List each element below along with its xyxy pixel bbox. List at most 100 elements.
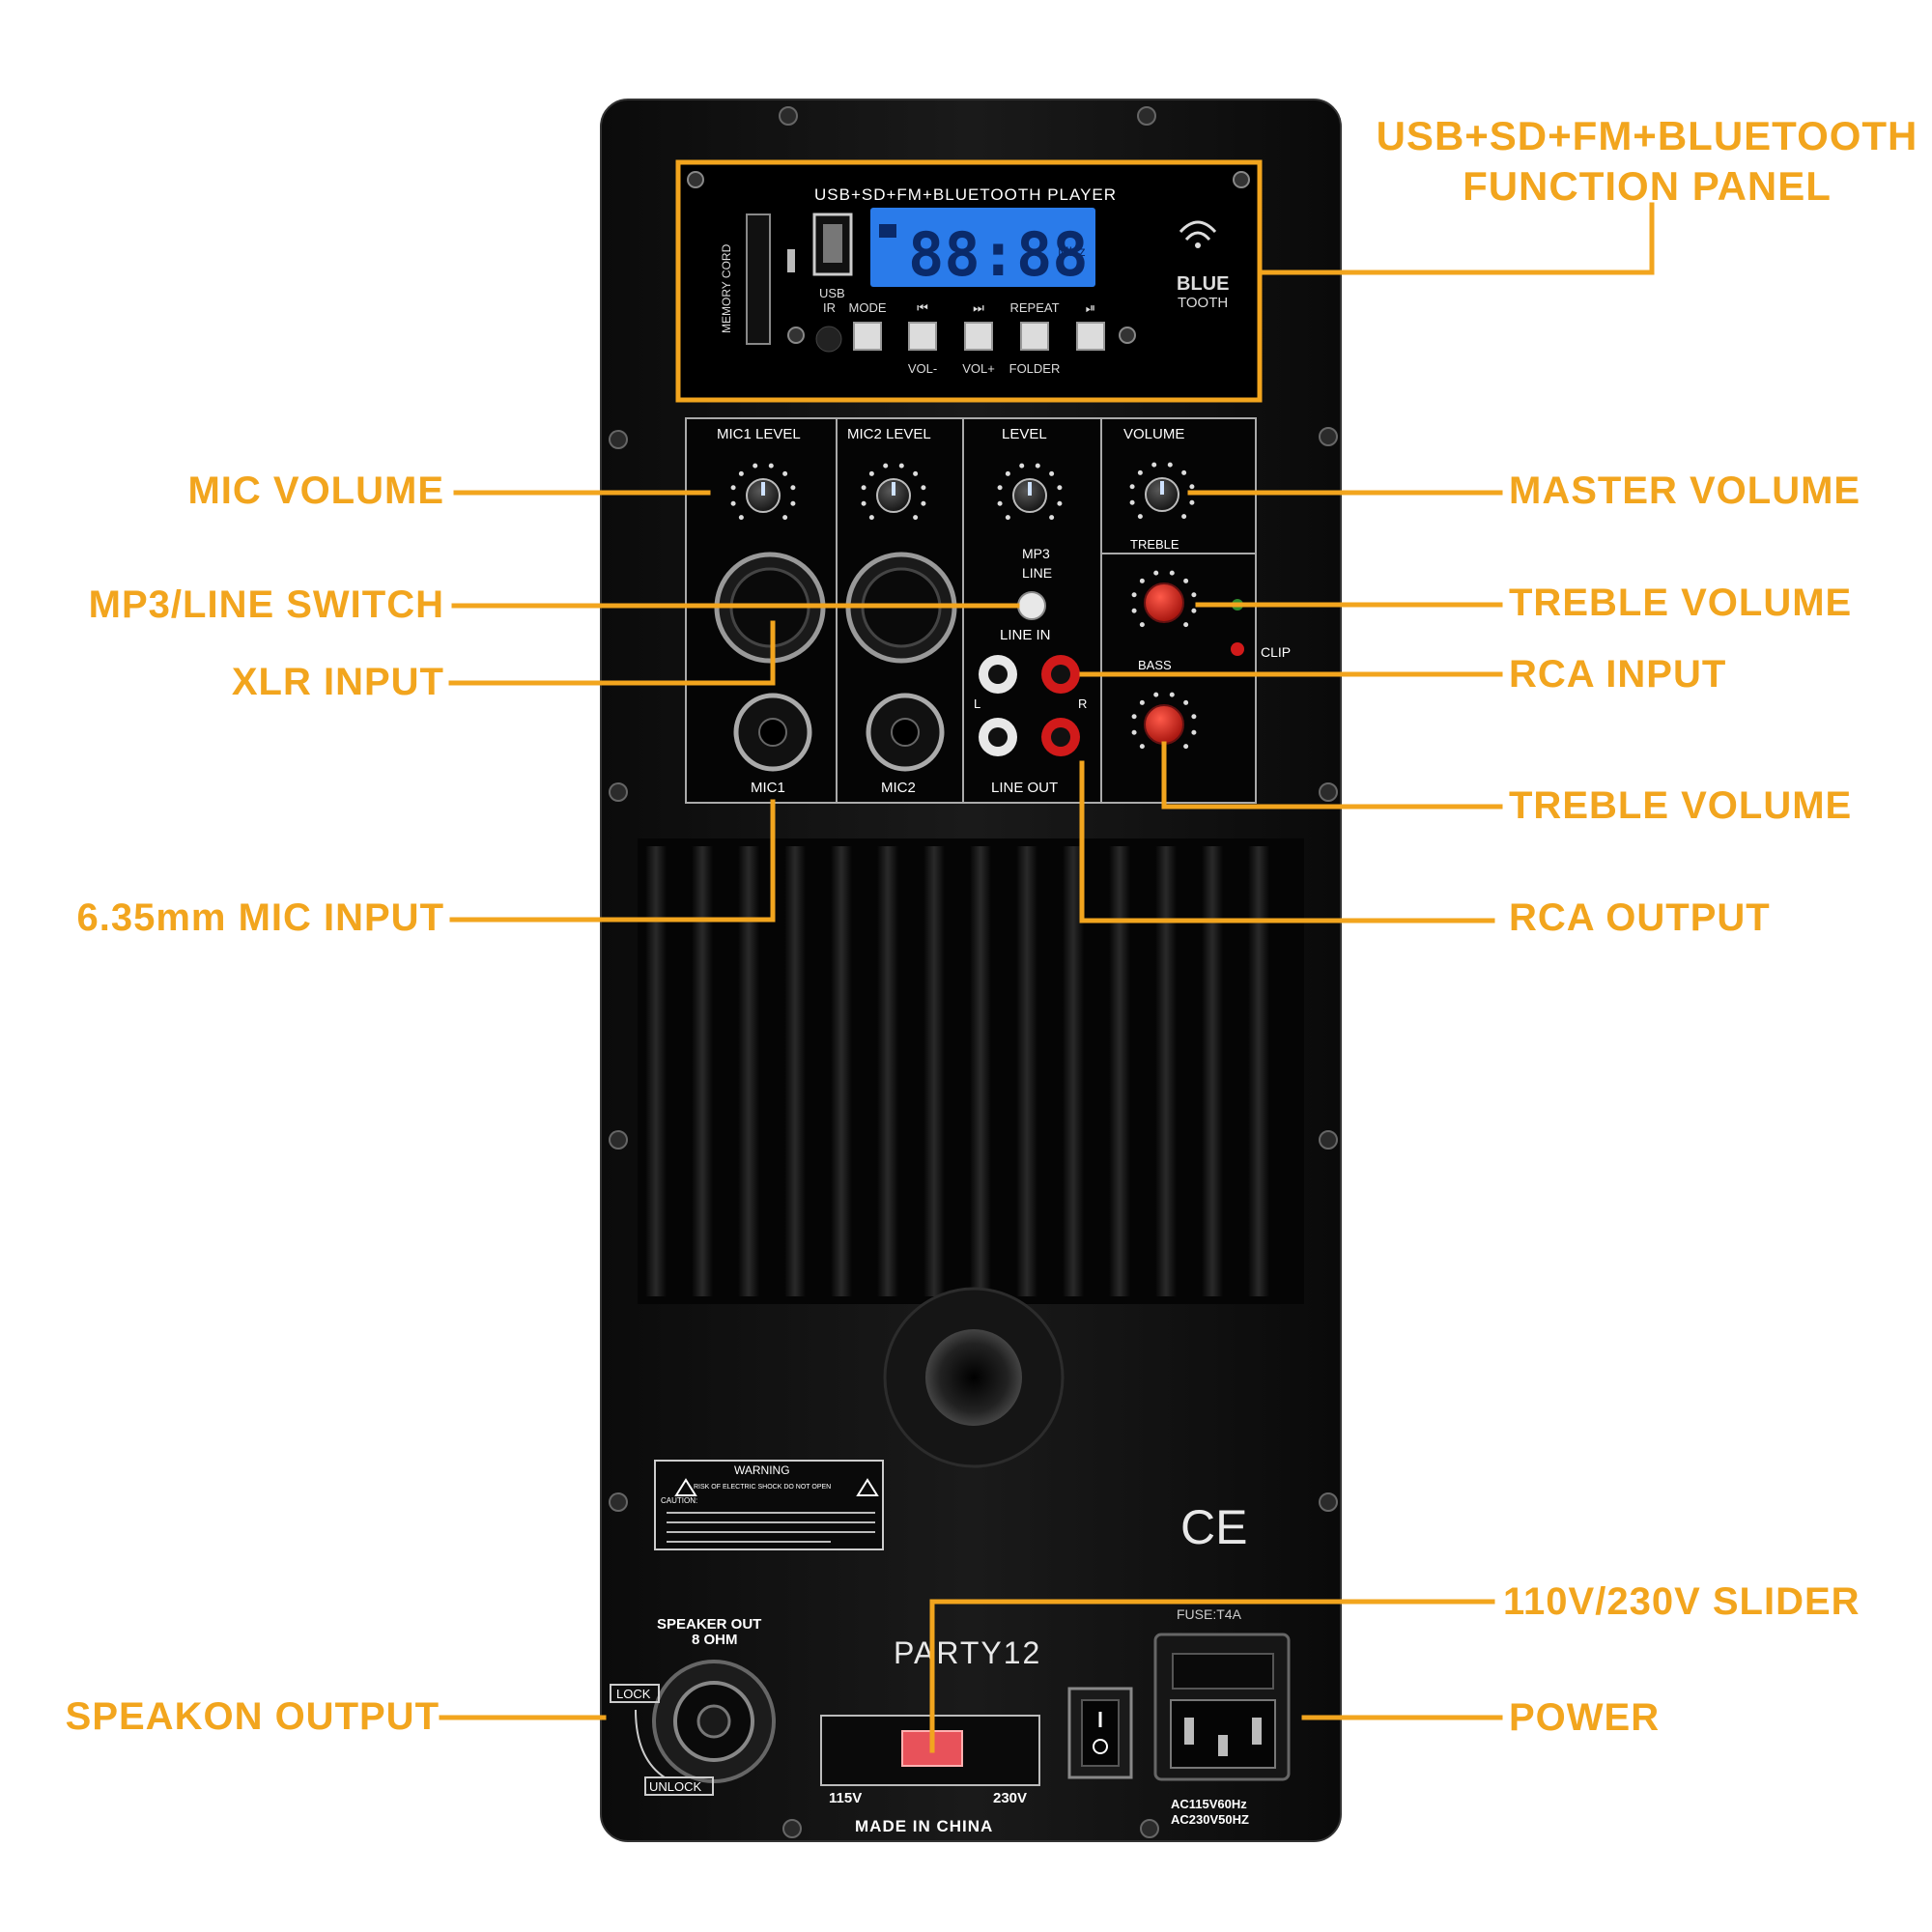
volume-label: VOLUME — [1123, 426, 1184, 442]
mixer-panel: MIC1 LEVEL MIC2 LEVEL LEVEL VOLUME TREBL… — [685, 417, 1291, 804]
scale-dot — [738, 515, 744, 521]
scale-dot — [898, 463, 904, 469]
mp3-line-switch[interactable] — [1017, 591, 1046, 620]
callout-leader-lines — [439, 202, 1655, 1753]
rca-input-right[interactable] — [1041, 655, 1080, 694]
ac-label-1: AC115V60Hz — [1171, 1797, 1247, 1811]
scale-dot — [1191, 592, 1197, 598]
scale-dot — [1181, 469, 1187, 475]
clip-led — [1231, 642, 1244, 656]
scale-dot — [1189, 499, 1195, 505]
line-in-label: LINE IN — [1000, 627, 1051, 643]
warning-label: WARNING RISK OF ELECTRIC SHOCK DO NOT OP… — [654, 1460, 884, 1550]
ir-receiver — [815, 326, 842, 353]
warning-line: RISK OF ELECTRIC SHOCK DO NOT OPEN — [694, 1484, 831, 1491]
scale-dot — [1191, 714, 1197, 720]
scale-dot — [1153, 692, 1159, 697]
player-screws — [687, 171, 1250, 344]
scale-dot — [790, 485, 796, 491]
scale-dot — [1139, 578, 1145, 583]
scale-dot — [1169, 692, 1175, 697]
caution-label: CAUTION: — [661, 1496, 697, 1505]
player-module: USB+SD+FM+BLUETOOTH PLAYER MEMORY CORD U… — [675, 159, 1263, 403]
heatsink-fin — [1202, 846, 1223, 1296]
scale-dot — [1137, 469, 1143, 475]
speakon-output-callout: SPEAKON OUTPUT — [65, 1695, 440, 1738]
speaker-out-label-2: 8 OHM — [692, 1632, 738, 1648]
scale-dot — [997, 485, 1003, 491]
unlock-label: UNLOCK — [649, 1779, 702, 1794]
scale-dot — [790, 500, 796, 506]
scale-dot — [1183, 578, 1189, 583]
scale-dot — [782, 470, 788, 476]
rca-output-callout: RCA OUTPUT — [1509, 896, 1771, 939]
heatsink-fin — [738, 846, 759, 1296]
warning-triangle-icon — [674, 1478, 697, 1496]
player-button[interactable] — [908, 322, 937, 351]
scale-dot — [921, 485, 926, 491]
scale-dot — [1181, 514, 1187, 520]
line-out-label: LINE OUT — [991, 780, 1058, 796]
heatsink-fin — [1063, 846, 1084, 1296]
player-button-label: ⏮ — [917, 300, 928, 315]
treble-knob[interactable] — [1144, 582, 1184, 623]
bass-knob[interactable] — [1144, 704, 1184, 745]
model-label: PARTY12 — [894, 1635, 1041, 1670]
player-button[interactable] — [853, 322, 882, 351]
speaker-out-label-1: SPEAKER OUT — [657, 1616, 761, 1633]
scale-dot — [730, 500, 736, 506]
heatsink-fin — [1016, 846, 1037, 1296]
plate-screws — [609, 106, 1338, 1838]
scale-dot — [1049, 515, 1055, 521]
scale-dot — [921, 500, 926, 506]
player-button[interactable] — [1020, 322, 1049, 351]
wifi-icon — [1179, 220, 1217, 242]
heatsink-fin — [645, 846, 667, 1296]
treble-label: TREBLE — [1130, 537, 1179, 552]
player-button[interactable] — [964, 322, 993, 351]
scale-dot — [997, 500, 1003, 506]
mp3-line-switch-callout: MP3/LINE SWITCH — [88, 583, 444, 626]
rca-output-right[interactable] — [1041, 718, 1080, 756]
fuse-label: FUSE:T4A — [1177, 1606, 1242, 1622]
scale-dot — [1129, 499, 1135, 505]
heatsink-fin — [970, 846, 991, 1296]
ce-mark: CE — [1180, 1500, 1247, 1554]
rca-input-left[interactable] — [979, 655, 1017, 694]
bluetooth-label-1: BLUE — [1177, 273, 1229, 295]
scale-dot — [782, 515, 788, 521]
scale-dot — [861, 485, 867, 491]
player-title: USB+SD+FM+BLUETOOTH PLAYER — [814, 185, 1117, 204]
scale-dot — [1139, 699, 1145, 705]
lock-label: LOCK — [616, 1687, 651, 1701]
memory-card-label: MEMORY CORD — [720, 243, 733, 333]
mp3-label: MP3 — [1022, 546, 1050, 561]
player-button-sublabel: FOLDER — [1009, 361, 1061, 376]
scale-dot — [1019, 463, 1025, 469]
230v-label: 230V — [993, 1790, 1027, 1806]
sd-card-slot — [746, 213, 771, 345]
ir-label: IR — [823, 300, 836, 315]
player-button-label: ⏭ — [973, 300, 984, 315]
heatsink-fin — [1155, 846, 1177, 1296]
scale-dot — [1131, 608, 1137, 613]
scale-dot — [768, 463, 774, 469]
power-callout: POWER — [1509, 1696, 1661, 1739]
treble-volume-callout-1: TREBLE VOLUME — [1509, 582, 1853, 624]
scale-dot — [1005, 470, 1010, 476]
scale-dot — [1183, 622, 1189, 628]
warning-title: WARNING — [734, 1463, 790, 1477]
rca-left-label: L — [974, 696, 980, 711]
made-in-label: MADE IN CHINA — [855, 1817, 993, 1835]
scale-dot — [1139, 744, 1145, 750]
scale-dot — [1183, 744, 1189, 750]
heatsink-fin — [1109, 846, 1130, 1296]
mic-635-input-callout: 6.35mm MIC INPUT — [76, 896, 444, 939]
115v-label: 115V — [829, 1790, 862, 1806]
scale-dot — [1183, 699, 1189, 705]
rca-output-left[interactable] — [979, 718, 1017, 756]
scale-dot — [868, 515, 874, 521]
mic-volume-callout: MIC VOLUME — [187, 469, 444, 512]
player-button[interactable] — [1076, 322, 1105, 351]
scale-dot — [883, 463, 889, 469]
